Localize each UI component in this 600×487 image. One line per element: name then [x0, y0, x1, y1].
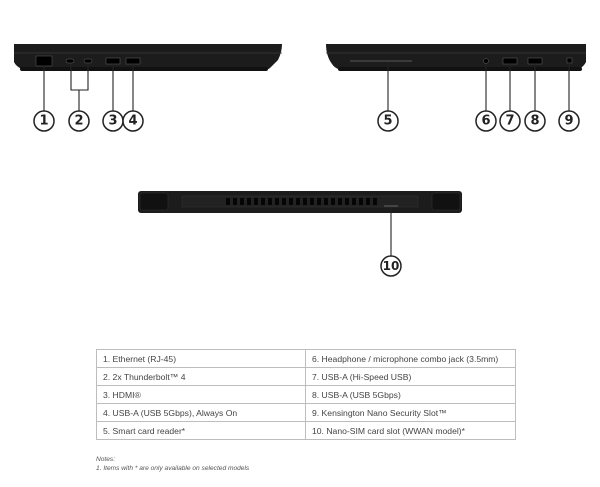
callout-5: 5 [377, 110, 399, 132]
callout-9: 9 [558, 110, 580, 132]
table-row: 1. Ethernet (RJ-45) 6. Headphone / micro… [96, 349, 516, 368]
port-cell: 10. Nano-SIM card slot (WWAN model)* [305, 421, 516, 440]
vent-slot [247, 198, 251, 205]
notes: Notes: 1. Items with * are only availabl… [96, 455, 249, 473]
laptop-rear [138, 191, 462, 213]
vent-slot [226, 198, 230, 205]
vent-slot [331, 198, 335, 205]
port-cell: 2. 2x Thunderbolt™ 4 [96, 367, 306, 386]
callout-2: 2 [68, 110, 90, 132]
vent-slot [324, 198, 328, 205]
table-row: 5. Smart card reader* 10. Nano-SIM card … [96, 421, 516, 440]
ports-table: 1. Ethernet (RJ-45) 6. Headphone / micro… [96, 349, 516, 440]
callout-7: 7 [499, 110, 521, 132]
table-row: 3. HDMI® 8. USB-A (USB 5Gbps) [96, 385, 516, 404]
vent-slot [373, 198, 377, 205]
callout-8: 8 [524, 110, 546, 132]
vent-slot [268, 198, 272, 205]
port-cell: 1. Ethernet (RJ-45) [96, 349, 306, 368]
notes-heading: Notes: [96, 456, 116, 463]
vent-slot [282, 198, 286, 205]
callout-10: 10 [380, 255, 402, 277]
leader-lines [43, 62, 570, 256]
vent-slot [345, 198, 349, 205]
vent-slot [289, 198, 293, 205]
notes-line: 1. Items with * are only available on se… [96, 465, 250, 472]
vent-slot [352, 198, 356, 205]
callout-markers: 1 2 3 4 5 6 7 8 9 10 [33, 110, 580, 277]
table-row: 2. 2x Thunderbolt™ 4 7. USB-A (Hi-Speed … [96, 367, 516, 386]
svg-text:4: 4 [128, 114, 137, 129]
laptop-left-side [14, 44, 282, 71]
svg-text:2: 2 [74, 114, 83, 129]
svg-text:9: 9 [564, 114, 573, 129]
vent-slot [359, 198, 363, 205]
port-cell: 6. Headphone / microphone combo jack (3.… [305, 349, 516, 368]
callout-4: 4 [122, 110, 144, 132]
vent-slot [233, 198, 237, 205]
svg-text:1: 1 [39, 114, 48, 129]
table-row: 4. USB-A (USB 5Gbps), Always On 9. Kensi… [96, 403, 516, 422]
port-cell: 7. USB-A (Hi-Speed USB) [305, 367, 516, 386]
port-cell: 8. USB-A (USB 5Gbps) [305, 385, 516, 404]
vent-slot [317, 198, 321, 205]
vent-slot [303, 198, 307, 205]
callout-6: 6 [475, 110, 497, 132]
svg-text:7: 7 [505, 114, 514, 129]
svg-text:8: 8 [530, 114, 539, 129]
vent-slot [296, 198, 300, 205]
port-cell: 9. Kensington Nano Security Slot™ [305, 403, 516, 422]
vent-slot [366, 198, 370, 205]
vent-slot [310, 198, 314, 205]
vent-slot [240, 198, 244, 205]
svg-text:10: 10 [383, 259, 400, 273]
port-cell: 5. Smart card reader* [96, 421, 306, 440]
port-cell: 3. HDMI® [96, 385, 306, 404]
vent-slot [275, 198, 279, 205]
callout-1: 1 [33, 110, 55, 132]
cooling-vents [226, 198, 377, 205]
vent-slot [254, 198, 258, 205]
ports-diagram: 1 2 3 4 5 6 7 8 9 10 [14, 44, 586, 277]
port-cell: 4. USB-A (USB 5Gbps), Always On [96, 403, 306, 422]
svg-text:3: 3 [108, 114, 117, 129]
vent-slot [261, 198, 265, 205]
svg-text:5: 5 [383, 114, 392, 129]
laptop-right-side [326, 44, 586, 71]
callout-3: 3 [102, 110, 124, 132]
svg-text:6: 6 [481, 114, 490, 129]
vent-slot [338, 198, 342, 205]
